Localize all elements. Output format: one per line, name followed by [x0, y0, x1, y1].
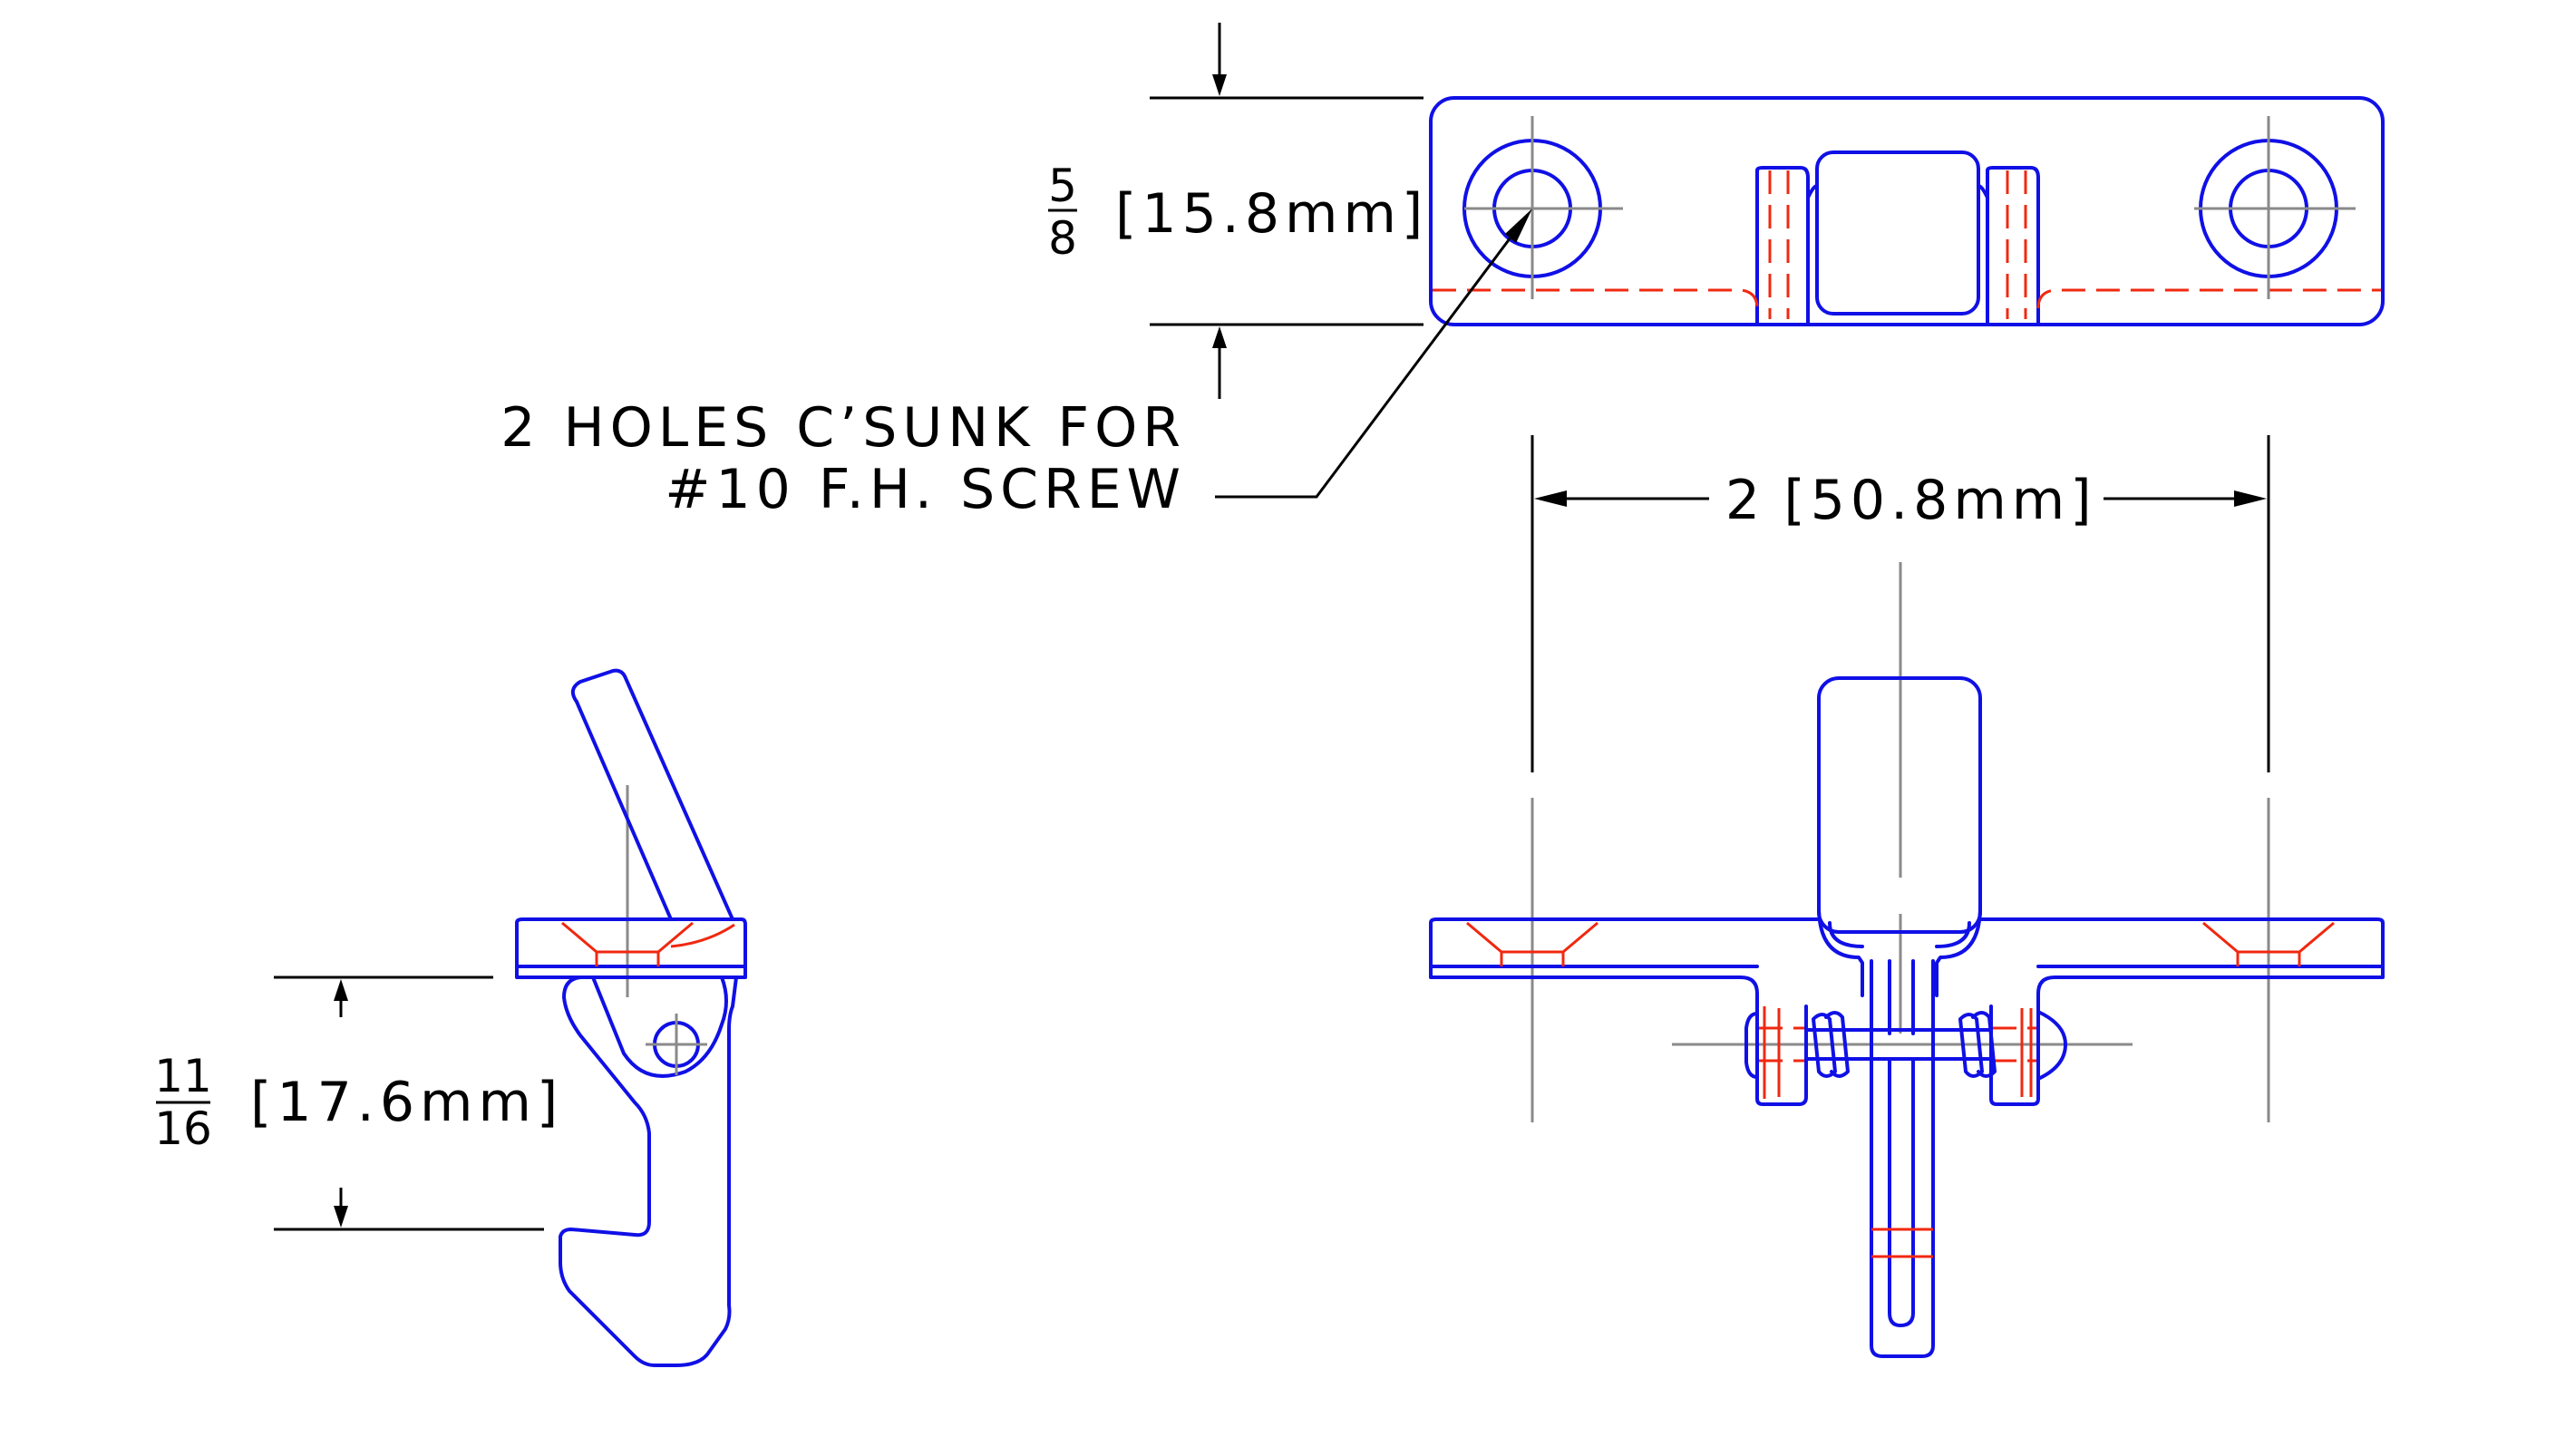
spacing-dimension: 2 [50.8mm] — [1530, 435, 2270, 772]
depth-dimension: 11 16 [17.6mm] — [154, 976, 563, 1231]
depth-fraction-denominator: 16 — [154, 1102, 212, 1155]
left-spring-icon — [1812, 1011, 1850, 1078]
hole-note-line1: 2 HOLES C’SUNK FOR — [500, 396, 1186, 460]
depth-metric-label: [17.6mm] — [250, 1071, 563, 1134]
width-fraction-denominator: 8 — [1048, 212, 1077, 265]
front-view-lever-stem — [1870, 959, 1935, 1358]
top-view — [1429, 96, 2385, 326]
side-view — [515, 668, 747, 1367]
top-view-left-hinge-ear — [1755, 166, 1810, 326]
top-view-lever-block — [1815, 150, 1980, 315]
spacing-metric-label: [50.8mm] — [1783, 469, 2096, 532]
width-fraction-numerator: 5 — [1048, 160, 1077, 212]
width-metric-label: [15.8mm] — [1115, 182, 1428, 246]
spacing-value-label: 2 — [1725, 469, 1765, 532]
side-view-hook — [559, 976, 738, 1367]
front-view-lever-handle — [1817, 676, 1982, 934]
hole-note-leader — [1215, 237, 1512, 499]
top-view-base-plate — [1429, 96, 2385, 326]
hole-note: 2 HOLES C’SUNK FOR #10 F.H. SCREW — [500, 209, 1532, 521]
depth-fraction-numerator: 11 — [154, 1050, 212, 1102]
front-view-left-hinge-ear — [1755, 1005, 1808, 1106]
front-view-right-hinge-ear — [1989, 1005, 2040, 1106]
front-view-base-plate — [1429, 917, 2385, 1014]
side-view-lever-arm — [570, 668, 734, 921]
front-view — [1429, 562, 2385, 1358]
width-dimension: 5 8 [15.8mm] — [1048, 23, 1428, 399]
top-view-right-hinge-ear — [1986, 166, 2040, 326]
right-spring-icon — [1958, 1011, 1997, 1078]
side-view-base-plate — [515, 917, 747, 979]
hole-note-line2: #10 F.H. SCREW — [665, 458, 1186, 521]
